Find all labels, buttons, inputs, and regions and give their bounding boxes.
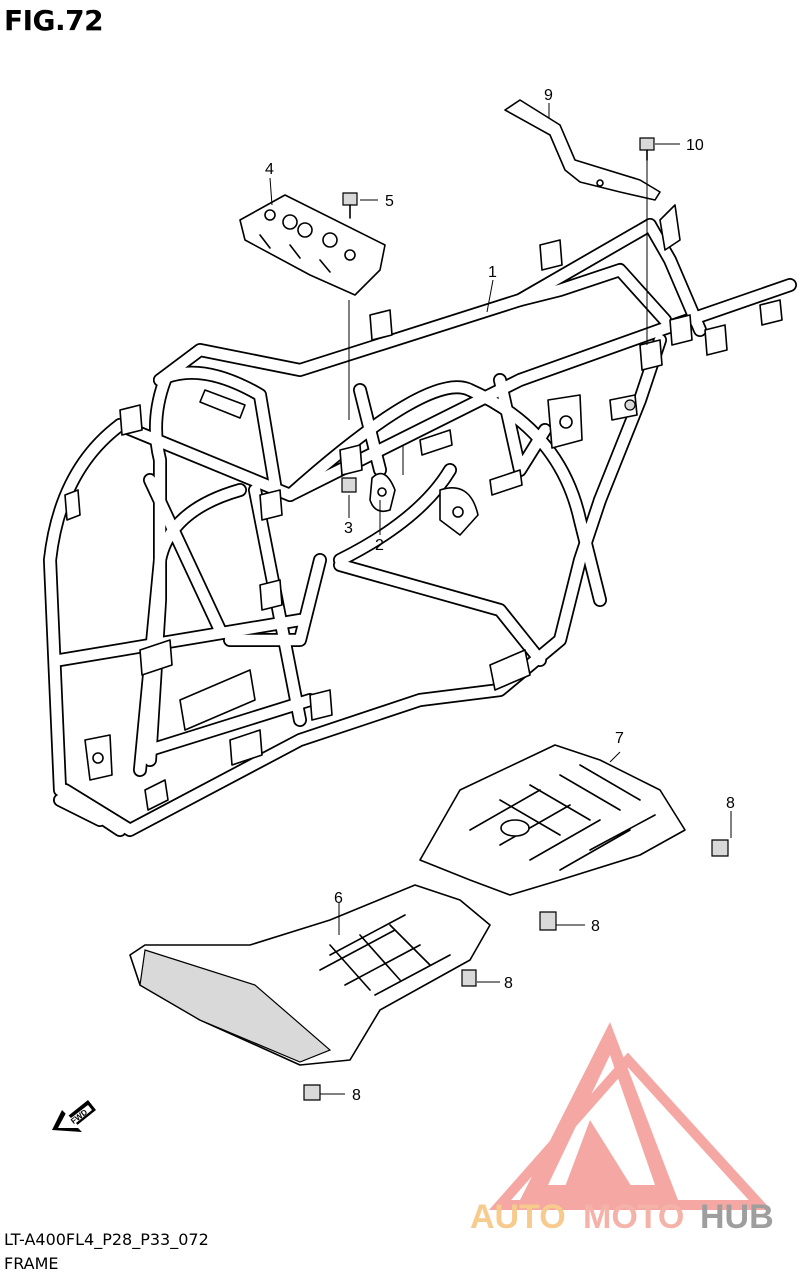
main-frame xyxy=(43,204,797,837)
callout-9: 9 xyxy=(544,87,553,104)
callout-numbers: 1 2 3 4 5 6 7 8 8 8 8 9 10 xyxy=(265,87,735,1104)
callout-8: 8 xyxy=(726,795,735,812)
plate-part-2 xyxy=(369,472,396,513)
callout-8: 8 xyxy=(504,975,513,992)
watermark-auto: AUTO xyxy=(470,1198,566,1236)
skid-plate-part-6 xyxy=(129,884,491,1066)
callout-1: 1 xyxy=(488,264,497,281)
fasteners xyxy=(303,137,729,1101)
bracket-part-9 xyxy=(504,99,661,201)
callout-4: 4 xyxy=(265,161,274,178)
leader-lines xyxy=(269,103,732,1095)
skid-plate-part-7 xyxy=(419,744,686,896)
callout-8: 8 xyxy=(352,1087,361,1104)
watermark-logo: AUTO MOTO HUB xyxy=(470,1022,774,1236)
diagram-name: FRAME xyxy=(4,1254,59,1273)
seat-plate-part-4 xyxy=(239,194,386,296)
watermark-moto: MOTO xyxy=(583,1198,684,1236)
callout-6: 6 xyxy=(334,890,343,907)
callout-10: 10 xyxy=(686,137,704,154)
fwd-arrow-icon: FWD xyxy=(52,1100,96,1132)
callout-7: 7 xyxy=(615,730,624,747)
callout-5: 5 xyxy=(385,193,394,210)
watermark-hub: HUB xyxy=(700,1198,774,1236)
figure-title: FIG.72 xyxy=(4,4,104,37)
callout-8: 8 xyxy=(591,918,600,935)
diagram-code: LT-A400FL4_P28_P33_072 xyxy=(4,1230,209,1249)
callout-2: 2 xyxy=(375,537,384,554)
callout-3: 3 xyxy=(344,520,353,537)
